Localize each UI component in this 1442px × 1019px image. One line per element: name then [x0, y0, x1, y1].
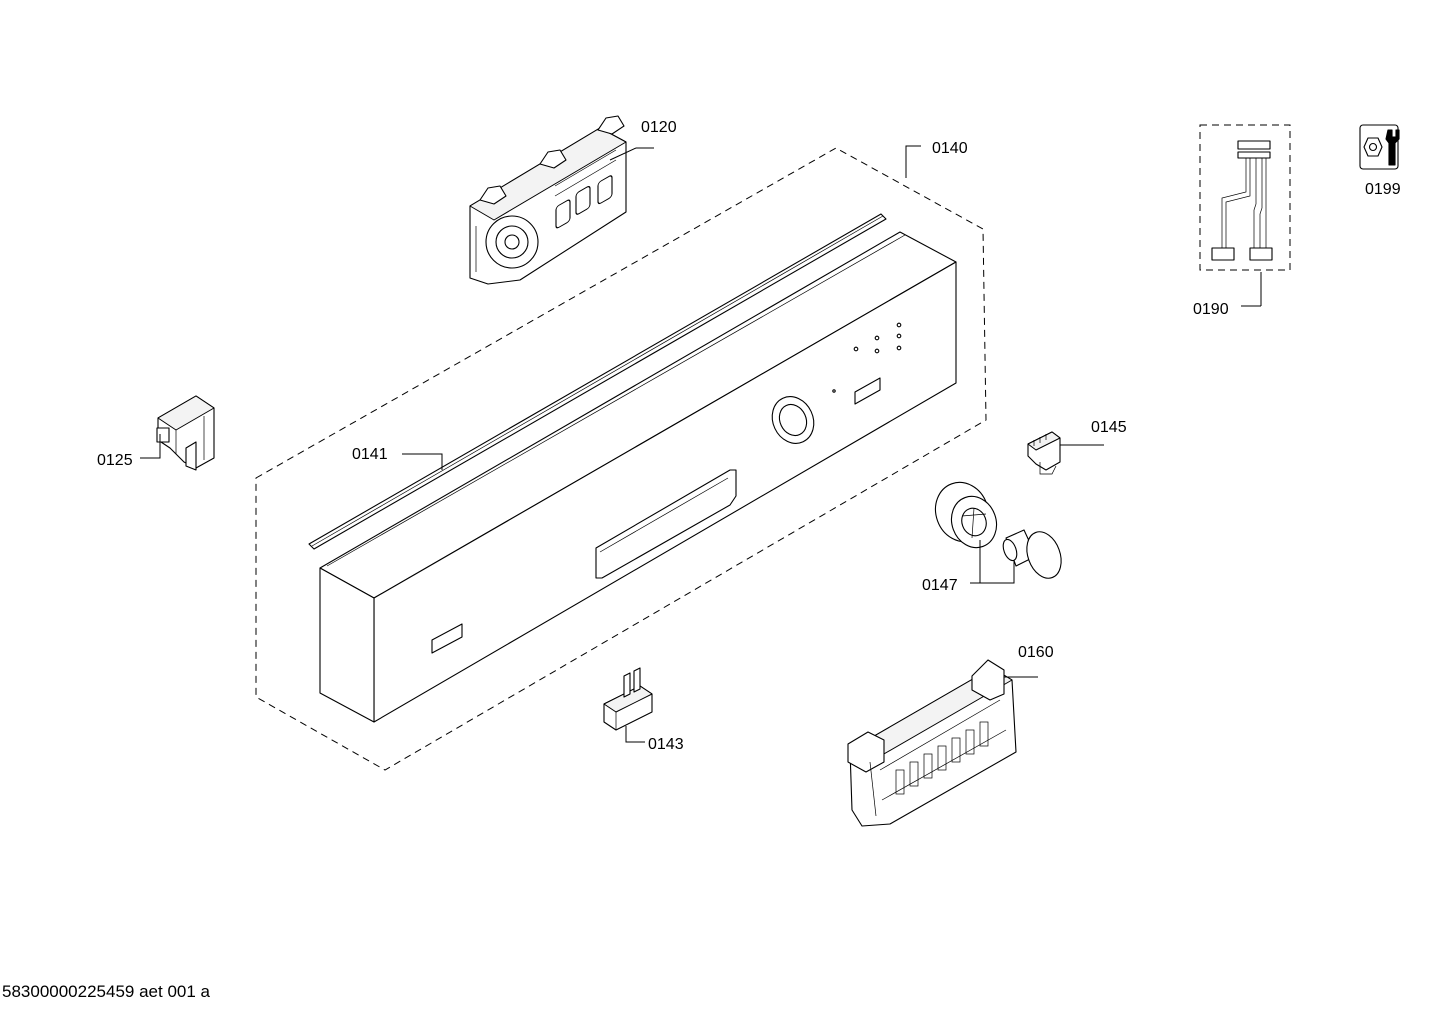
- indicator-leds: [832, 322, 902, 393]
- leader-lines: [140, 145, 1262, 743]
- label-0141: 0141: [352, 446, 388, 463]
- label-0140: 0140: [932, 140, 968, 157]
- assembly-boundary-0140: [255, 147, 987, 771]
- control-panel-fascia: [319, 231, 957, 723]
- label-0190: 0190: [1193, 301, 1229, 318]
- trim-strip-0141: [308, 213, 887, 550]
- label-0143: 0143: [648, 736, 684, 753]
- label-0120: 0120: [641, 119, 677, 136]
- bracket-0125: [156, 395, 215, 471]
- part-labels: 0120 0140 0190 0199 0125 0141 0145 0147 …: [97, 119, 1401, 753]
- display-window: [595, 469, 737, 579]
- label-0160: 0160: [1018, 644, 1054, 661]
- handle-slot: [431, 623, 463, 654]
- knob-assembly-0147: [934, 481, 1062, 579]
- label-0147: 0147: [922, 577, 958, 594]
- document-id: 58300000225459 aet 001 a: [2, 982, 211, 1001]
- label-0125: 0125: [97, 452, 133, 469]
- connector-slots: [895, 721, 989, 795]
- label-0145: 0145: [1091, 419, 1127, 436]
- electronic-module-0120: [469, 115, 627, 285]
- clip-0143: [603, 667, 653, 731]
- wiring-harness-0190: [1199, 124, 1291, 271]
- label-0199: 0199: [1365, 181, 1401, 198]
- wrench-nut-icon: [1359, 124, 1400, 170]
- connector-block-0160: [847, 659, 1017, 827]
- switch-0145: [1027, 431, 1061, 475]
